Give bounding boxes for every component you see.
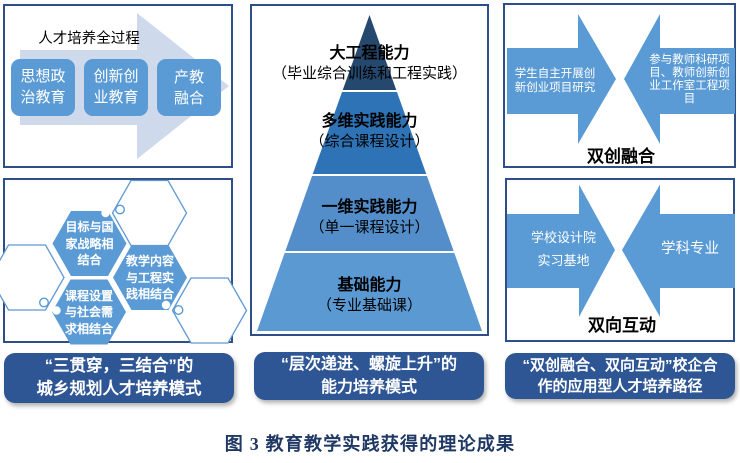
two-way-graphic <box>507 184 735 317</box>
hexagon-filled-curriculum <box>52 279 126 345</box>
hexagon-dot-bottom <box>173 304 184 315</box>
dual-innovation-left-arrow <box>507 14 616 144</box>
pyramid-level-1-text: 大工程能力 （毕业综合训练和工程实践） <box>250 44 489 83</box>
dual-innovation-right-arrow-text: 参与教师科研项 目、教师创新创 业工作室工程项 目 <box>649 53 730 105</box>
pyramid-level-3-subtitle: （单一课程设计） <box>309 218 430 236</box>
hexagon-outline-bottom <box>171 277 248 344</box>
pyramid-level-4-text: 基础能力 （专业基础课） <box>250 276 489 315</box>
pyramid-level-4-title: 基础能力 <box>337 277 402 294</box>
pyramid-level-3-text: 一维实践能力 （单一课程设计） <box>250 198 489 237</box>
dual-innovation-label: 双创融合 <box>587 146 655 166</box>
hexagon-grid-graphic <box>0 179 248 345</box>
hexagon-dot-top <box>114 204 125 215</box>
hexagon-label-curriculum: 课程设置 与社会需 求相结合 <box>64 288 113 336</box>
two-way-label: 双向互动 <box>588 316 656 335</box>
hexagon-label-goal: 目标与国 家战略相 结合 <box>65 220 114 267</box>
dual-innovation-left-arrow-text: 学生自主开展创 新创业项目研究 <box>514 68 596 94</box>
hexagon-dot-teaching <box>161 300 171 310</box>
pyramid-level-1-shape <box>342 15 397 91</box>
pyramid-level-2-subtitle: （综合课程设计） <box>309 132 430 150</box>
pyramid-level-1-subtitle: （毕业综合训练和工程实践） <box>271 65 467 82</box>
hexagon-outline-left <box>0 244 65 311</box>
two-way-right-arrow <box>622 184 735 317</box>
hexagon-outline-top <box>111 179 188 247</box>
process-box-industry: 产教 融合 <box>157 59 221 116</box>
pyramid-level-1-title: 大工程能力 <box>329 45 410 62</box>
two-way-left-arrow <box>507 184 615 317</box>
process-box-innovation: 创新创 业教育 <box>84 59 148 116</box>
two-way-left-arrow-text: 学校设计院 实习基地 <box>530 229 596 269</box>
pyramid-level-2-shape <box>312 91 427 175</box>
dual-innovation-graphic <box>507 14 735 144</box>
pyramid-level-3-shape <box>285 175 454 252</box>
pyramid-graphic <box>257 15 482 331</box>
two-way-right-arrow-text: 学科专业 <box>661 241 719 257</box>
pyramid-level-3-title: 一维实践能力 <box>321 198 418 216</box>
hexagon-dot-curriculum <box>52 306 61 315</box>
pyramid-level-2-text: 多维实践能力 （综合课程设计） <box>250 112 489 151</box>
pyramid-level-4-shape <box>257 252 482 331</box>
figure-caption: 图 3 教育教学实践获得的理论成果 <box>224 434 516 454</box>
hexagon-filled-teaching <box>113 245 187 310</box>
right-label-box: “双创融合、双向互动”校企合 作的应用型人才培养路径 <box>505 353 735 399</box>
hexagon-label-teaching: 教学内容 与工程实 践相结合 <box>125 254 174 301</box>
center-label-box: “层次递进、螺旋上升”的 能力培养模式 <box>254 352 484 400</box>
hexagon-dot-left <box>39 297 50 308</box>
left-label-box: “三贯穿，三结合”的 城乡规划人才培养模式 <box>4 353 234 403</box>
process-box-ideological: 思想政 治教育 <box>11 59 75 116</box>
pyramid-level-2-title: 多维实践能力 <box>321 112 418 130</box>
process-arrow-label: 人才培养全过程 <box>38 31 140 47</box>
hexagon-dot-goal <box>101 208 110 218</box>
dual-innovation-right-arrow <box>624 14 735 144</box>
pyramid-level-4-subtitle: （专业基础课） <box>316 297 422 314</box>
hexagon-filled-goal <box>52 211 127 276</box>
